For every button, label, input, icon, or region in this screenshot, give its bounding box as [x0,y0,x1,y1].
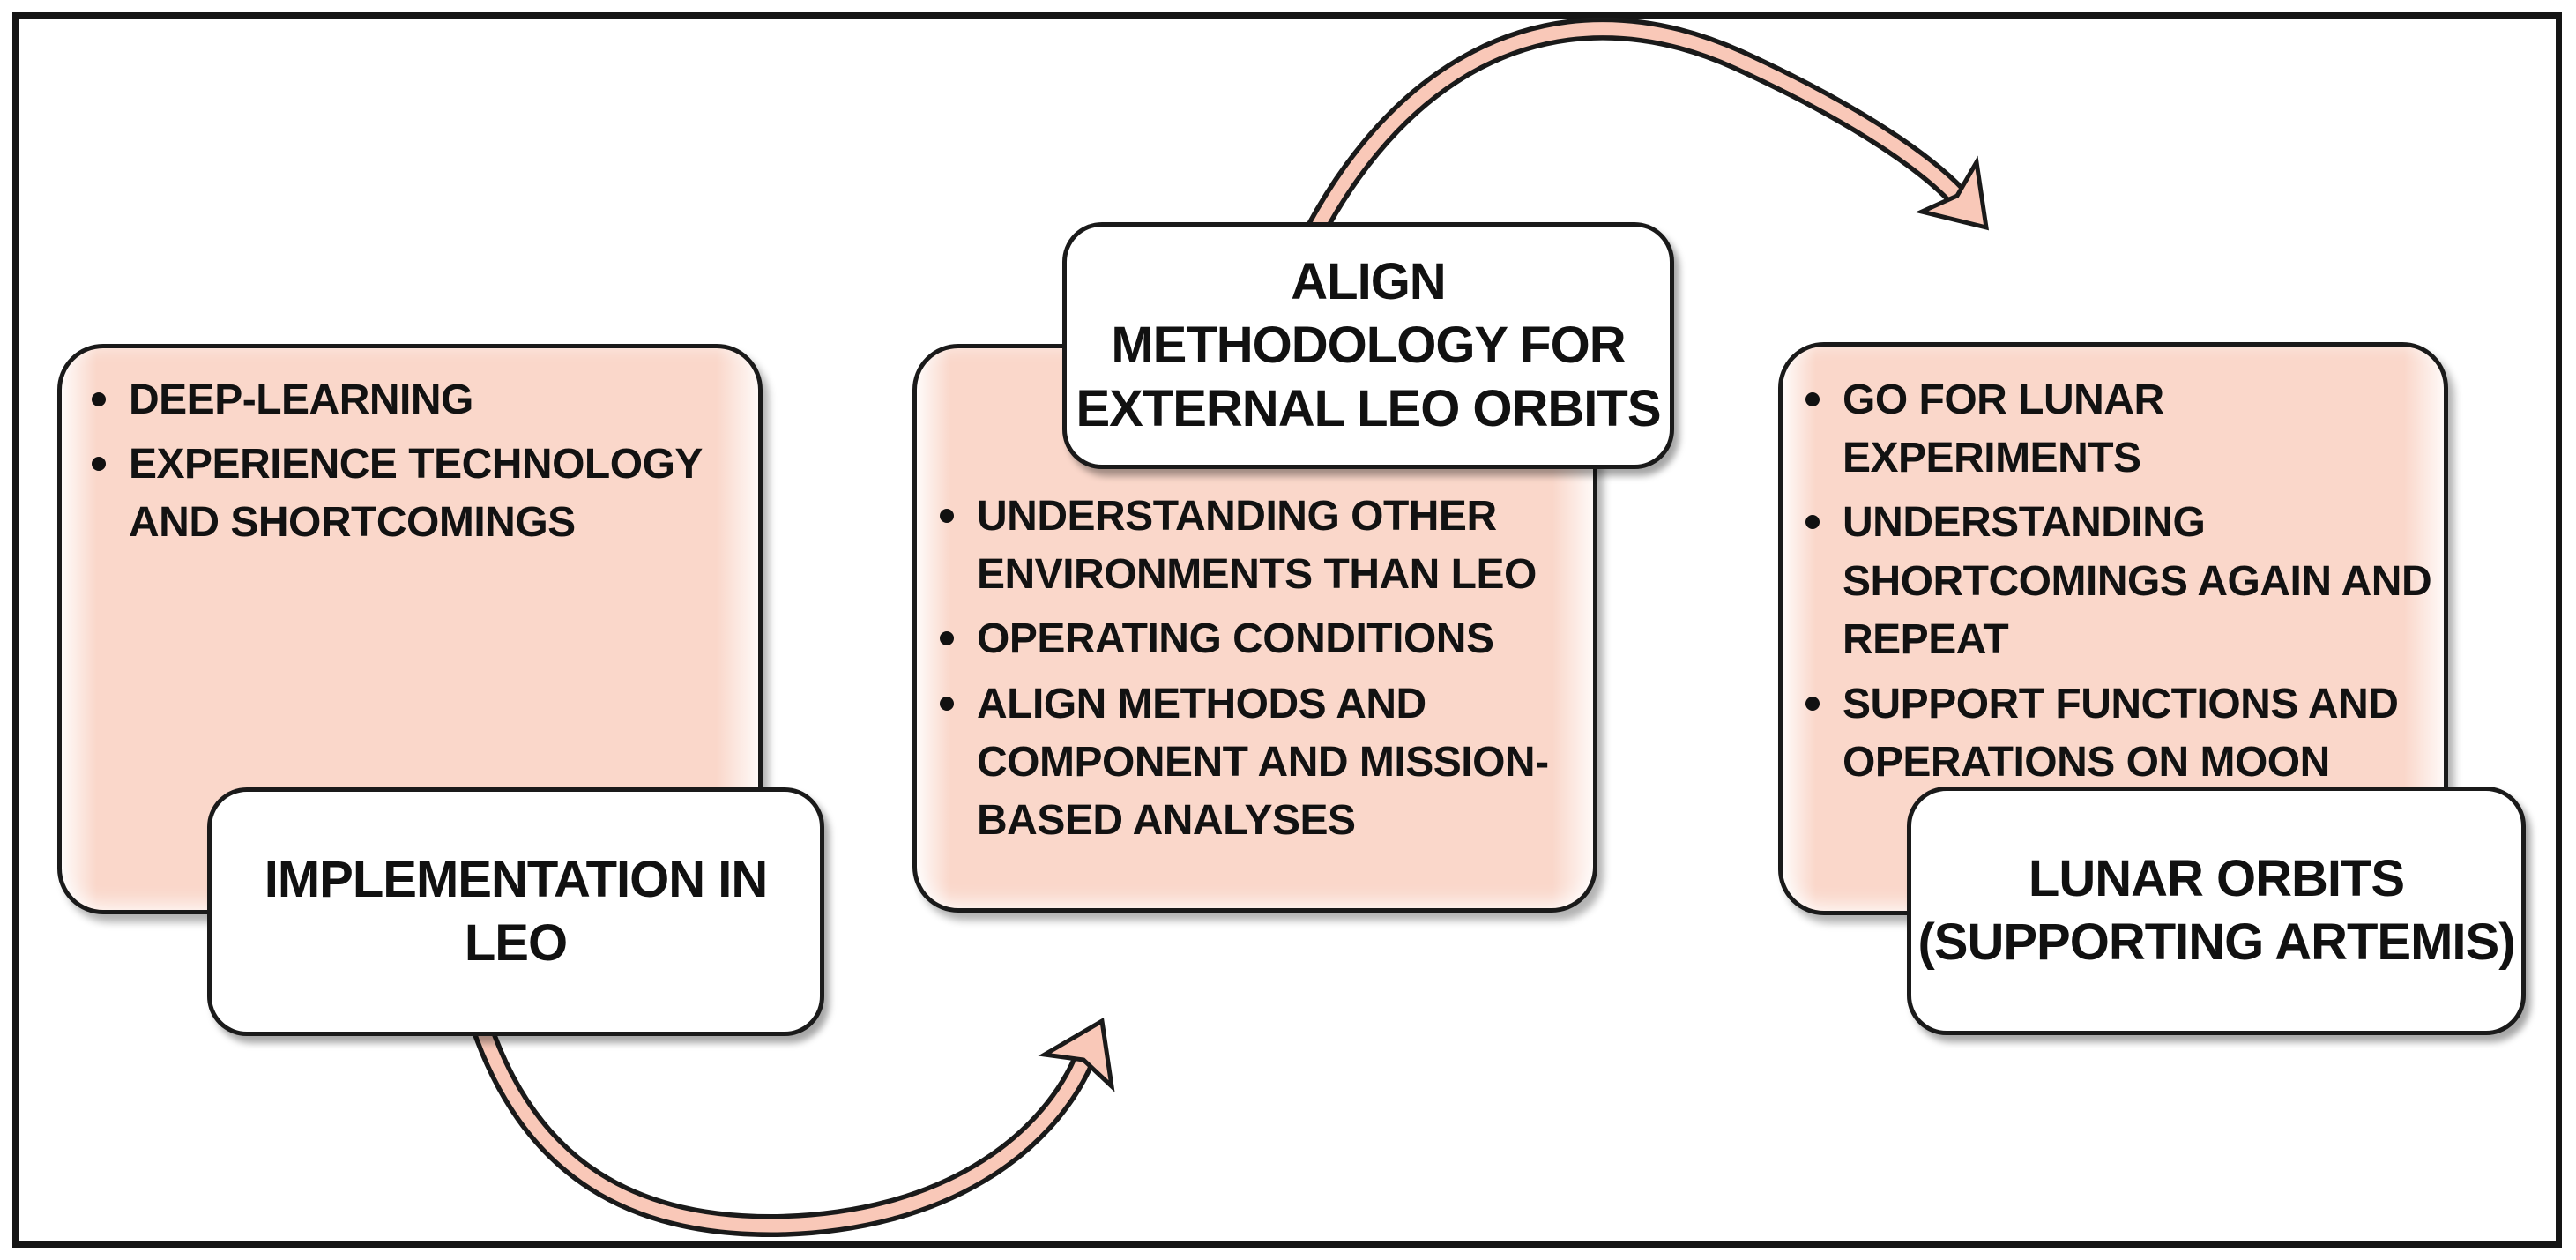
diagram-border [12,12,2562,1248]
bullet-item: GO FOR LUNAR EXPERIMENTS [1805,371,2431,488]
bullet-text: ALIGN METHODS AND COMPONENT AND MISSION-… [977,680,1549,845]
stage-box-external-leo-orbits: UNDERSTANDING OTHER ENVIRONMENTS THAN LE… [912,344,1597,913]
bullet-text: SUPPORT FUNCTIONS AND OPERATIONS ON MOON [1843,681,2399,787]
bullet-item: OPERATING CONDITIONS [940,610,1575,668]
bullet-text: UNDERSTANDING SHORTCOMINGS AGAIN AND REP… [1843,499,2432,663]
bullet-dot-icon [1805,515,1820,530]
bullet-item: SUPPORT FUNCTIONS AND OPERATIONS ON MOON [1805,675,2431,792]
bullet-item: ALIGN METHODS AND COMPONENT AND MISSION-… [940,675,1575,851]
stage-label-lunar-orbits: LUNAR ORBITS (SUPPORTING ARTEMIS) [1907,787,2526,1035]
stage-label-implementation-in-leo: IMPLEMENTATION IN LEO [207,787,824,1036]
stage-label-text: LUNAR ORBITS (SUPPORTING ARTEMIS) [1917,850,2515,971]
stage-label-text: ALIGN METHODOLOGY FOR EXTERNAL LEO ORBIT… [1076,253,1661,437]
stage-label-text: IMPLEMENTATION IN LEO [264,851,768,972]
bullet-dot-icon [940,509,954,523]
bullet-item: DEEP-LEARNING [92,371,735,429]
bullet-list: DEEP-LEARNING EXPERIENCE TECHNOLOGY AND … [92,371,735,553]
bullet-item: UNDERSTANDING OTHER ENVIRONMENTS THAN LE… [940,488,1575,604]
bullet-item: EXPERIENCE TECHNOLOGY AND SHORTCOMINGS [92,436,735,552]
bullet-dot-icon [92,457,106,472]
bullet-dot-icon [1805,697,1820,712]
bullet-text: DEEP-LEARNING [129,377,473,423]
bullet-list: UNDERSTANDING OTHER ENVIRONMENTS THAN LE… [940,488,1575,850]
bullet-dot-icon [940,696,954,711]
bullet-dot-icon [1805,392,1820,406]
bullet-item: UNDERSTANDING SHORTCOMINGS AGAIN AND REP… [1805,494,2432,669]
bullet-text: EXPERIENCE TECHNOLOGY AND SHORTCOMINGS [129,441,703,547]
bullet-list: GO FOR LUNAR EXPERIMENTS UNDERSTANDING S… [1805,371,2432,793]
stage-label-align-methodology: ALIGN METHODOLOGY FOR EXTERNAL LEO ORBIT… [1062,222,1674,469]
bullet-text: UNDERSTANDING OTHER ENVIRONMENTS THAN LE… [977,493,1537,599]
bullet-dot-icon [940,631,954,646]
bullet-dot-icon [92,392,106,406]
bullet-text: GO FOR LUNAR EXPERIMENTS [1843,377,2164,482]
bullet-text: OPERATING CONDITIONS [977,615,1494,663]
